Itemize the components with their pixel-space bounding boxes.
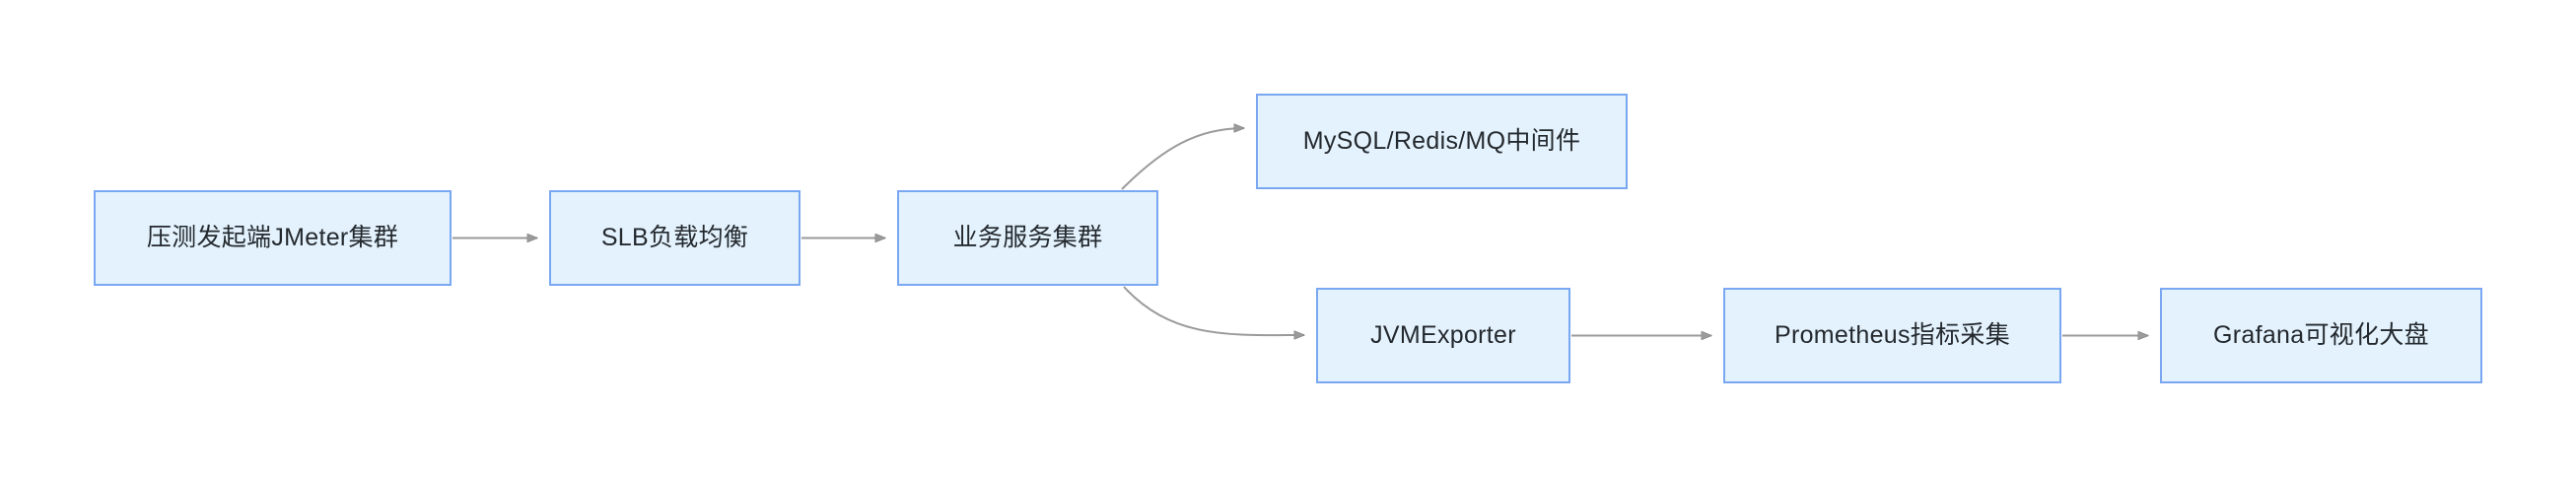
- node-service[interactable]: 业务服务集群: [897, 190, 1158, 286]
- node-grafana[interactable]: Grafana可视化大盘: [2160, 288, 2482, 383]
- edge-service-to-jvmexporter: [1123, 286, 1304, 335]
- node-jmeter-label: 压测发起端JMeter集群: [146, 223, 399, 251]
- node-middleware-label: MySQL/Redis/MQ中间件: [1302, 126, 1581, 155]
- node-grafana-label: Grafana可视化大盘: [2213, 320, 2429, 349]
- node-slb-label: SLB负载均衡: [600, 223, 749, 251]
- node-middleware[interactable]: MySQL/Redis/MQ中间件: [1256, 94, 1628, 189]
- node-slb[interactable]: SLB负载均衡: [549, 190, 801, 286]
- node-prometheus-label: Prometheus指标采集: [1775, 320, 2010, 349]
- edge-service-to-middleware: [1121, 128, 1244, 190]
- node-jmeter[interactable]: 压测发起端JMeter集群: [94, 190, 452, 286]
- node-jvmexporter-label: JVMExporter: [1370, 320, 1516, 349]
- node-jvmexporter[interactable]: JVMExporter: [1316, 288, 1570, 383]
- node-service-label: 业务服务集群: [952, 223, 1103, 251]
- node-prometheus[interactable]: Prometheus指标采集: [1723, 288, 2061, 383]
